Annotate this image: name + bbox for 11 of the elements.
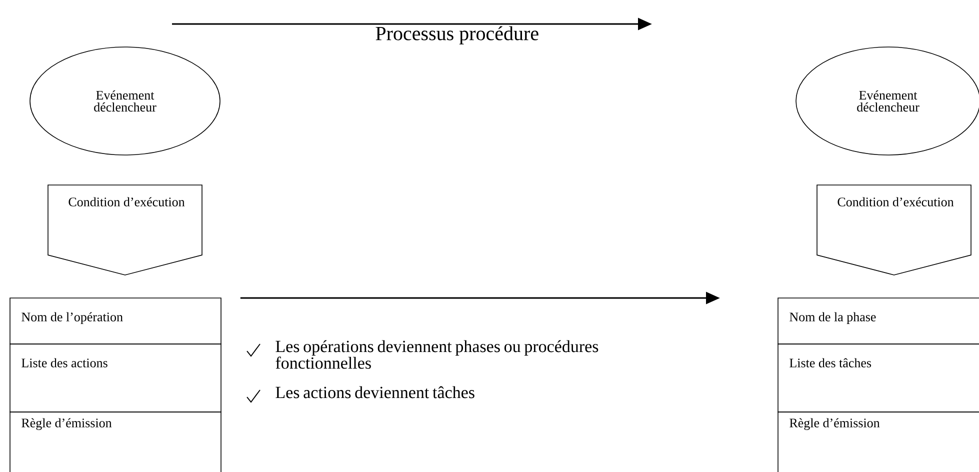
table-cell: Liste des actions	[10, 344, 222, 412]
table-cell: Nom de la phase	[778, 298, 979, 344]
table-cell: Liste des tâches	[778, 344, 979, 412]
bullet-text: Les opérations deviennent phases ou procédures fonctionnelles	[276, 340, 598, 369]
process-label: Processus procédure	[376, 26, 538, 44]
table-cell: Nom de l’opération	[10, 298, 222, 344]
table-cell: Règle d’émission	[10, 412, 222, 472]
bullet-text: Les actions deviennent tâches	[276, 386, 474, 398]
condition-pentagon: Condition d’exécution	[816, 184, 972, 276]
condition-pentagon: Condition d’exécution	[48, 184, 202, 276]
table-cell: Règle d’émission	[778, 412, 979, 472]
